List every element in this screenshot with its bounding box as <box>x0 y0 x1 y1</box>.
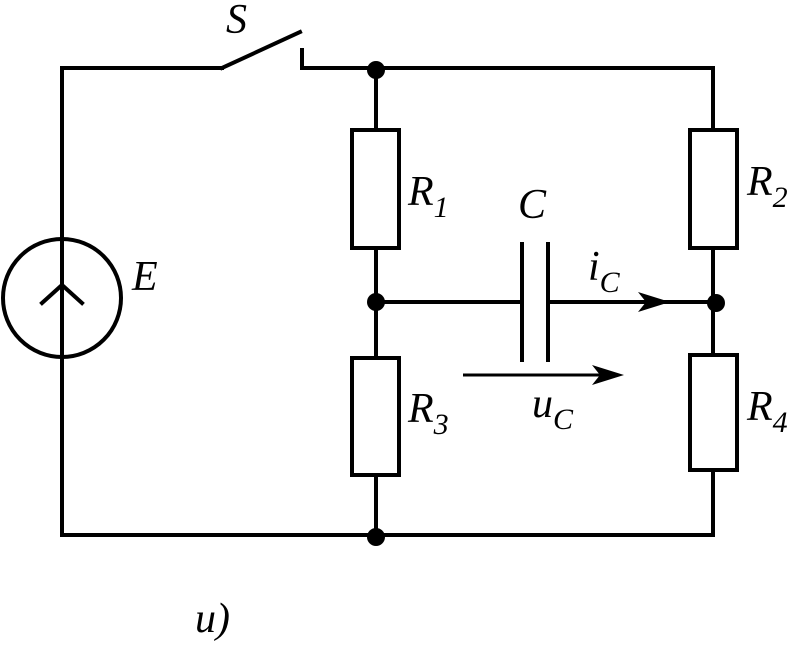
switch-blade <box>219 29 303 71</box>
r2-body <box>688 128 739 250</box>
r2-label: R2 <box>746 159 788 214</box>
voltage-label: uC <box>532 381 574 436</box>
node-bottom <box>367 528 385 546</box>
current-letter: i <box>588 244 600 290</box>
voltage-source-e: E <box>1 237 158 359</box>
capacitor-c: C <box>518 182 550 362</box>
r3-sub: 3 <box>433 408 449 441</box>
voltage-letter: u <box>532 381 553 427</box>
r2-letter: R <box>746 159 773 205</box>
node-top <box>367 61 385 79</box>
r4-body <box>688 353 739 472</box>
source-arrow-icon <box>39 282 85 306</box>
resistor-r3: R3 <box>350 356 449 477</box>
r2-sub: 2 <box>773 181 788 214</box>
wire-top-right <box>300 48 715 132</box>
r3-body <box>350 356 401 477</box>
r4-label: R4 <box>746 384 788 439</box>
r1-label: R1 <box>407 169 449 224</box>
switch-s: S <box>219 0 303 71</box>
node-right-mid <box>707 294 725 312</box>
capacitor-label: C <box>518 182 547 228</box>
switch-label: S <box>226 0 247 43</box>
junctions <box>367 61 725 546</box>
resistor-r4: R4 <box>688 353 788 472</box>
figure-caption: u) <box>195 596 230 642</box>
r4-sub: 4 <box>773 406 788 439</box>
voltage-arrow-icon <box>592 365 624 385</box>
r1-letter: R <box>407 169 434 215</box>
r4-letter: R <box>746 384 773 430</box>
node-left-mid <box>367 293 385 311</box>
wire-left-upper <box>60 66 224 242</box>
source-label: E <box>131 254 158 300</box>
r1-sub: 1 <box>434 191 449 224</box>
current-arrow-icon <box>638 292 670 312</box>
current-label: iC <box>588 244 621 299</box>
voltage-sub: C <box>553 403 574 436</box>
current-sub: C <box>600 266 621 299</box>
current-ic: iC <box>588 244 670 312</box>
r1-body <box>350 128 401 250</box>
resistor-r1: R1 <box>350 128 449 250</box>
wire-bottom <box>60 468 715 537</box>
r3-label: R3 <box>407 386 449 441</box>
voltage-uc: uC <box>463 365 624 436</box>
resistor-r2: R2 <box>688 128 788 250</box>
r3-letter: R <box>407 386 434 432</box>
